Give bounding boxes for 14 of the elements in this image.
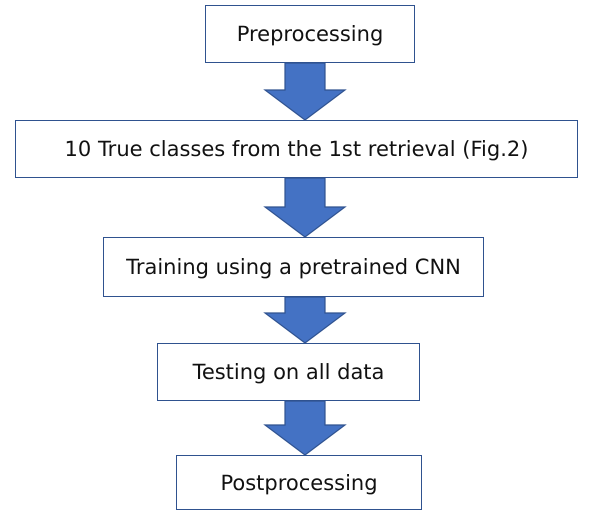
process-box [205, 5, 415, 63]
block-arrow [263, 296, 347, 344]
process-box [157, 343, 420, 401]
box-label: Postprocessing [220, 470, 378, 494]
process-box [15, 120, 578, 178]
process-box [176, 455, 422, 510]
box-label: 10 True classes from the 1st retrieval (Fig.2) [64, 137, 528, 161]
box-label: Testing on all data [192, 360, 384, 384]
block-arrow [263, 177, 347, 238]
process-box [103, 237, 484, 297]
block-arrow [263, 62, 347, 121]
box-label: Training using a pretrained CNN [126, 255, 461, 279]
box-label: Preprocessing [236, 22, 384, 46]
block-arrow [263, 400, 347, 456]
